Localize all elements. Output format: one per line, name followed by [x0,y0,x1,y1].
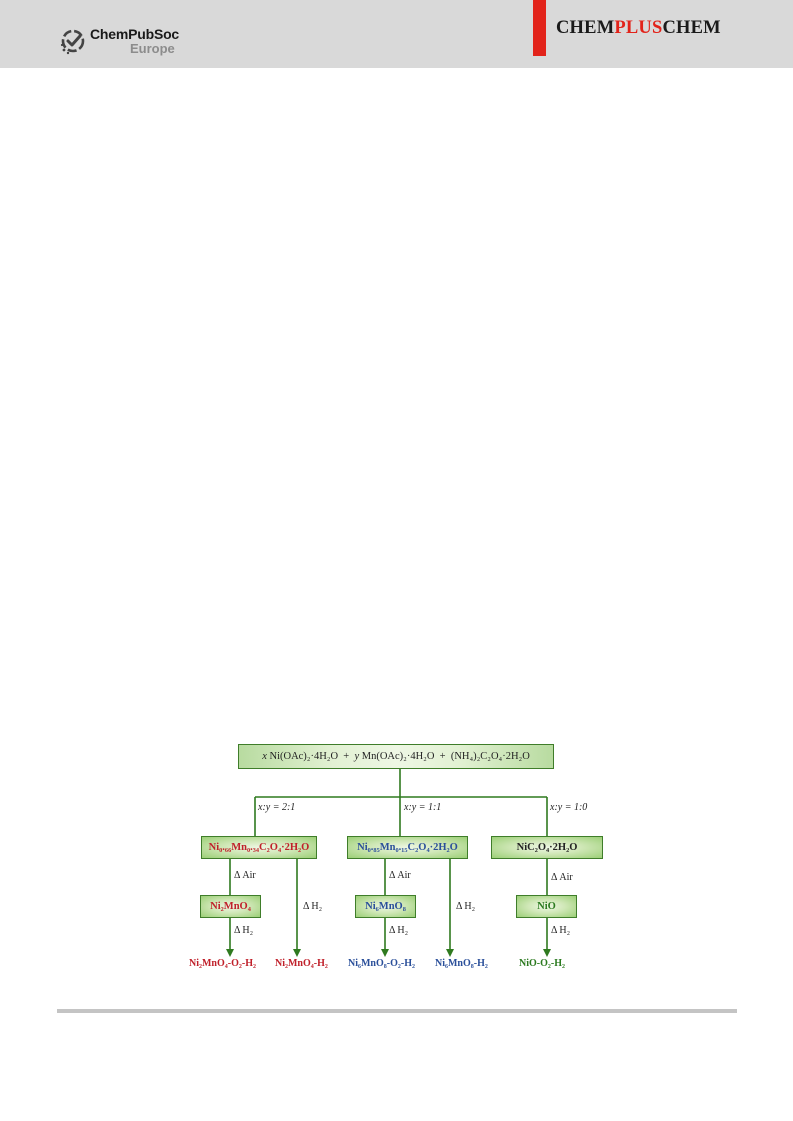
reagent-mn-and-oxalate: Mn(OAc)₂·4H₂O + (NH₄)₂C₂O₄·2H₂O [359,751,530,762]
footer-divider [57,1009,737,1013]
product-1: Ni₂MnO₄-O₂-H₂ [189,958,256,969]
h2-label-oxide-left: Δ H₂ [234,925,254,936]
publisher-name: ChemPubSoc [90,26,180,42]
reagents-box: x Ni(OAc)₂·4H₂O + y Mn(OAc)₂·4H₂O + (NH₄… [238,744,554,769]
precursor-box-left: Ni₀.₆₆Mn₀.₃₄C₂O₄·2H₂O [201,836,317,859]
reagent-x: x [262,751,267,762]
page-header: ChemPubSoc Europe CHEMPLUSCHEM [0,0,793,68]
reagent-y: y [354,751,360,762]
publisher-logo: ChemPubSoc Europe [60,24,200,60]
h2-label-direct-left: Δ H₂ [303,901,323,912]
oxide-box-left: Ni₂MnO₄ [200,895,261,918]
h2-label-direct-middle: Δ H₂ [456,901,476,912]
journal-title: CHEMPLUSCHEM [556,18,721,39]
precursor-box-right: NiC₂O₄·2H₂O [491,836,603,859]
journal-title-plus: PLUS [614,18,663,38]
chempubsoc-logo-icon [60,29,85,55]
air-label-middle: Δ Air [389,870,411,881]
journal-accent-bar [533,0,546,56]
precursor-box-middle: Ni₀.₈₅Mn₀.₁₅C₂O₄·2H₂O [347,836,468,859]
ratio-label-middle: x:y = 1:1 [404,802,442,813]
h2-label-oxide-middle: Δ H₂ [389,925,409,936]
product-5: NiO-O₂-H₂ [519,958,565,969]
product-2: Ni₂MnO₄-H₂ [275,958,328,969]
product-3: Ni₆MnO₈-O₂-H₂ [348,958,415,969]
product-4: Ni₆MnO₈-H₂ [435,958,488,969]
oxide-box-middle: Ni₆MnO₈ [355,895,416,918]
oxide-box-right: NiO [516,895,577,918]
ratio-label-left: x:y = 2:1 [258,802,296,813]
air-label-left: Δ Air [234,870,256,881]
ratio-label-right: x:y = 1:0 [550,802,588,813]
journal-title-pre: CHEM [556,18,615,38]
publisher-sub: Europe [130,41,175,56]
reagent-nickel-acetate: Ni(OAc)₂·4H₂O + [266,751,355,762]
h2-label-oxide-right: Δ H₂ [551,925,571,936]
journal-title-post: CHEM [662,18,721,38]
air-label-right: Δ Air [551,872,573,883]
